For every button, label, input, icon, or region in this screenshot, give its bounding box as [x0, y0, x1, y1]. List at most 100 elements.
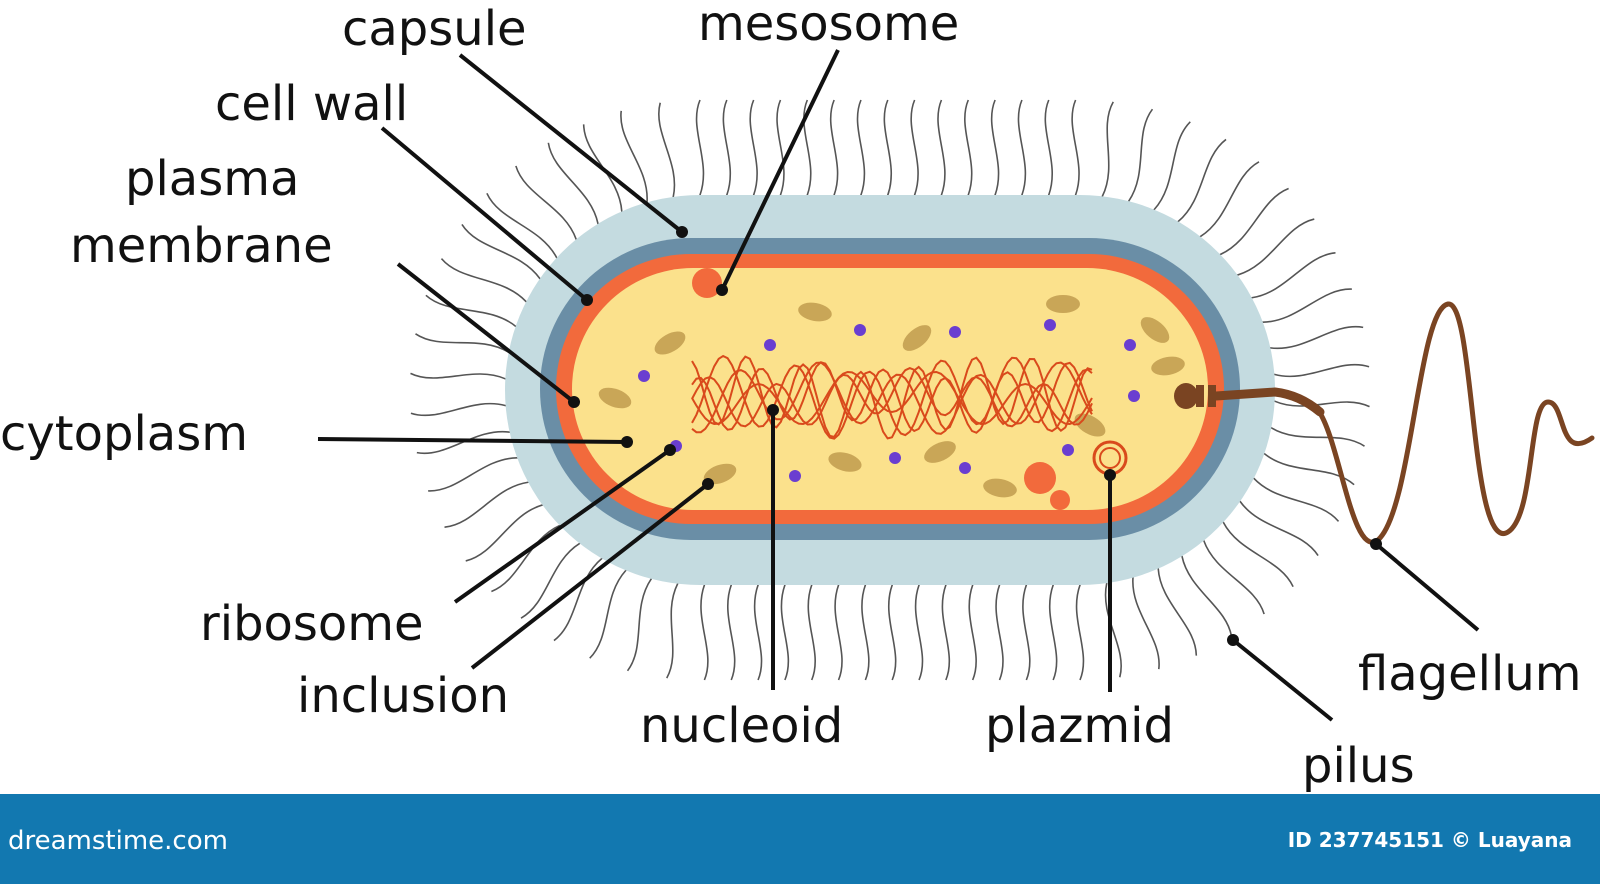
- pilus-strand: [883, 99, 892, 235]
- leader-ribosome-dot: [664, 444, 676, 456]
- pilus-strand: [461, 223, 574, 303]
- pilus-strand: [1204, 218, 1315, 300]
- pilus-strand: [753, 545, 763, 681]
- pilus-strand: [465, 480, 576, 562]
- leader-plazmid-dot: [1104, 469, 1116, 481]
- pilus-strand: [515, 165, 603, 271]
- pilus-strand: [1044, 99, 1053, 235]
- pilus-strand: [1075, 545, 1085, 681]
- dna-strand: [691, 361, 1093, 435]
- pilus-strand: [1121, 538, 1160, 670]
- pilus-strand: [914, 545, 924, 681]
- leader-flagellum-dot: [1370, 538, 1382, 550]
- pilus-strand: [1175, 161, 1260, 269]
- pilus-strand: [695, 99, 705, 235]
- pilus-strand: [941, 545, 951, 681]
- pilus-strand: [428, 443, 555, 492]
- plazmid-inner: [1099, 447, 1121, 469]
- pilus-strand: [780, 545, 790, 681]
- label-inclusion: inclusion: [297, 668, 509, 724]
- pilus-strand: [553, 523, 623, 642]
- pilus-strand: [990, 99, 1000, 235]
- pilus-strand: [1193, 494, 1294, 588]
- leader-capsule: [458, 53, 684, 234]
- pilus-strand: [807, 545, 816, 681]
- pilus-strand: [491, 497, 590, 593]
- ribosome-dot: [1062, 444, 1074, 456]
- leader-cytoplasm: [317, 437, 628, 444]
- label-capsule: capsule: [342, 1, 527, 57]
- ribosome-dot: [854, 324, 866, 336]
- watermark-logo: dreamstime.com: [8, 826, 228, 856]
- ribosome-dot: [1044, 319, 1056, 331]
- pilus-strand: [1100, 543, 1122, 678]
- pilus-strand: [1231, 325, 1364, 358]
- leader-mesosome: [720, 49, 840, 291]
- pilus-strand: [829, 99, 839, 235]
- pilus-strand: [968, 545, 977, 681]
- label-ribosome: ribosome: [200, 596, 424, 652]
- pilus-strand: [1234, 398, 1370, 408]
- pilus-strand: [776, 99, 785, 235]
- dna-strand: [691, 361, 1093, 434]
- pilus-strand: [995, 545, 1004, 681]
- pilus-strand: [410, 372, 546, 382]
- leader-mesosome-dot: [716, 284, 728, 296]
- watermark-credit: ID 237745151 © Luayana: [1287, 828, 1572, 852]
- pilus-strand: [1048, 545, 1058, 681]
- inclusion-granule: [924, 441, 956, 463]
- pilus-strand: [1138, 121, 1191, 247]
- nucleoid-dna: [691, 354, 1093, 440]
- label-nucleoid: nucleoid: [640, 698, 843, 754]
- dna-strand: [691, 355, 1093, 440]
- pilus-strand: [666, 543, 684, 679]
- pilus-strand: [520, 511, 605, 619]
- pilus-strand: [1022, 545, 1031, 681]
- pilus-strand: [856, 99, 866, 235]
- ribosome-dot: [764, 339, 776, 351]
- pilus-strand: [1231, 419, 1365, 447]
- pilus-strand: [1157, 138, 1227, 257]
- flagellum-basal-body: [1174, 383, 1198, 409]
- leader-cell-wall: [380, 126, 589, 302]
- ribosome-dot: [1124, 339, 1136, 351]
- inclusions-group: [598, 295, 1185, 498]
- ribosome-dot: [949, 326, 961, 338]
- pilus-strand: [803, 99, 812, 235]
- label-pilus: pilus: [1302, 738, 1415, 794]
- leader-plasma-membrane-dot: [568, 396, 580, 408]
- leader-nucleoid-dot: [767, 404, 779, 416]
- pilus-strand: [1017, 99, 1027, 235]
- pilus-strand: [1141, 531, 1198, 656]
- pilus-strand: [1117, 108, 1154, 241]
- pilus-strand: [1217, 459, 1340, 522]
- pilus-strand: [1071, 99, 1080, 235]
- label-cytoplasm: cytoplasm: [0, 406, 248, 462]
- flagellum-hook-ring-1: [1196, 385, 1204, 407]
- pilus-strand: [486, 192, 587, 286]
- leader-capsule-dot: [676, 226, 688, 238]
- inclusion-granule: [1074, 413, 1106, 437]
- pilus-strand: [1206, 477, 1319, 557]
- pilus-strand: [1190, 187, 1289, 283]
- ribosome-dot: [959, 462, 971, 474]
- inclusion-granule: [654, 331, 686, 355]
- pilus-strand: [964, 99, 973, 235]
- mesosome: [692, 268, 722, 298]
- leader-inclusion: [470, 482, 710, 670]
- ribosome-dot: [889, 452, 901, 464]
- watermark-bar: [0, 794, 1600, 884]
- pilus-strand: [1225, 288, 1352, 337]
- pilus-strand: [910, 99, 919, 235]
- label-mesosome: mesosome: [698, 0, 959, 52]
- dna-strand: [691, 367, 1093, 428]
- pilus-strand: [1234, 363, 1370, 379]
- inclusion-granule: [798, 302, 832, 322]
- pilus-strand: [620, 110, 659, 242]
- leader-flagellum: [1374, 542, 1480, 632]
- leader-lines: [317, 49, 1480, 722]
- pilus-strand: [1216, 251, 1336, 318]
- inclusion-granule: [828, 452, 862, 472]
- ribosome-dot: [638, 370, 650, 382]
